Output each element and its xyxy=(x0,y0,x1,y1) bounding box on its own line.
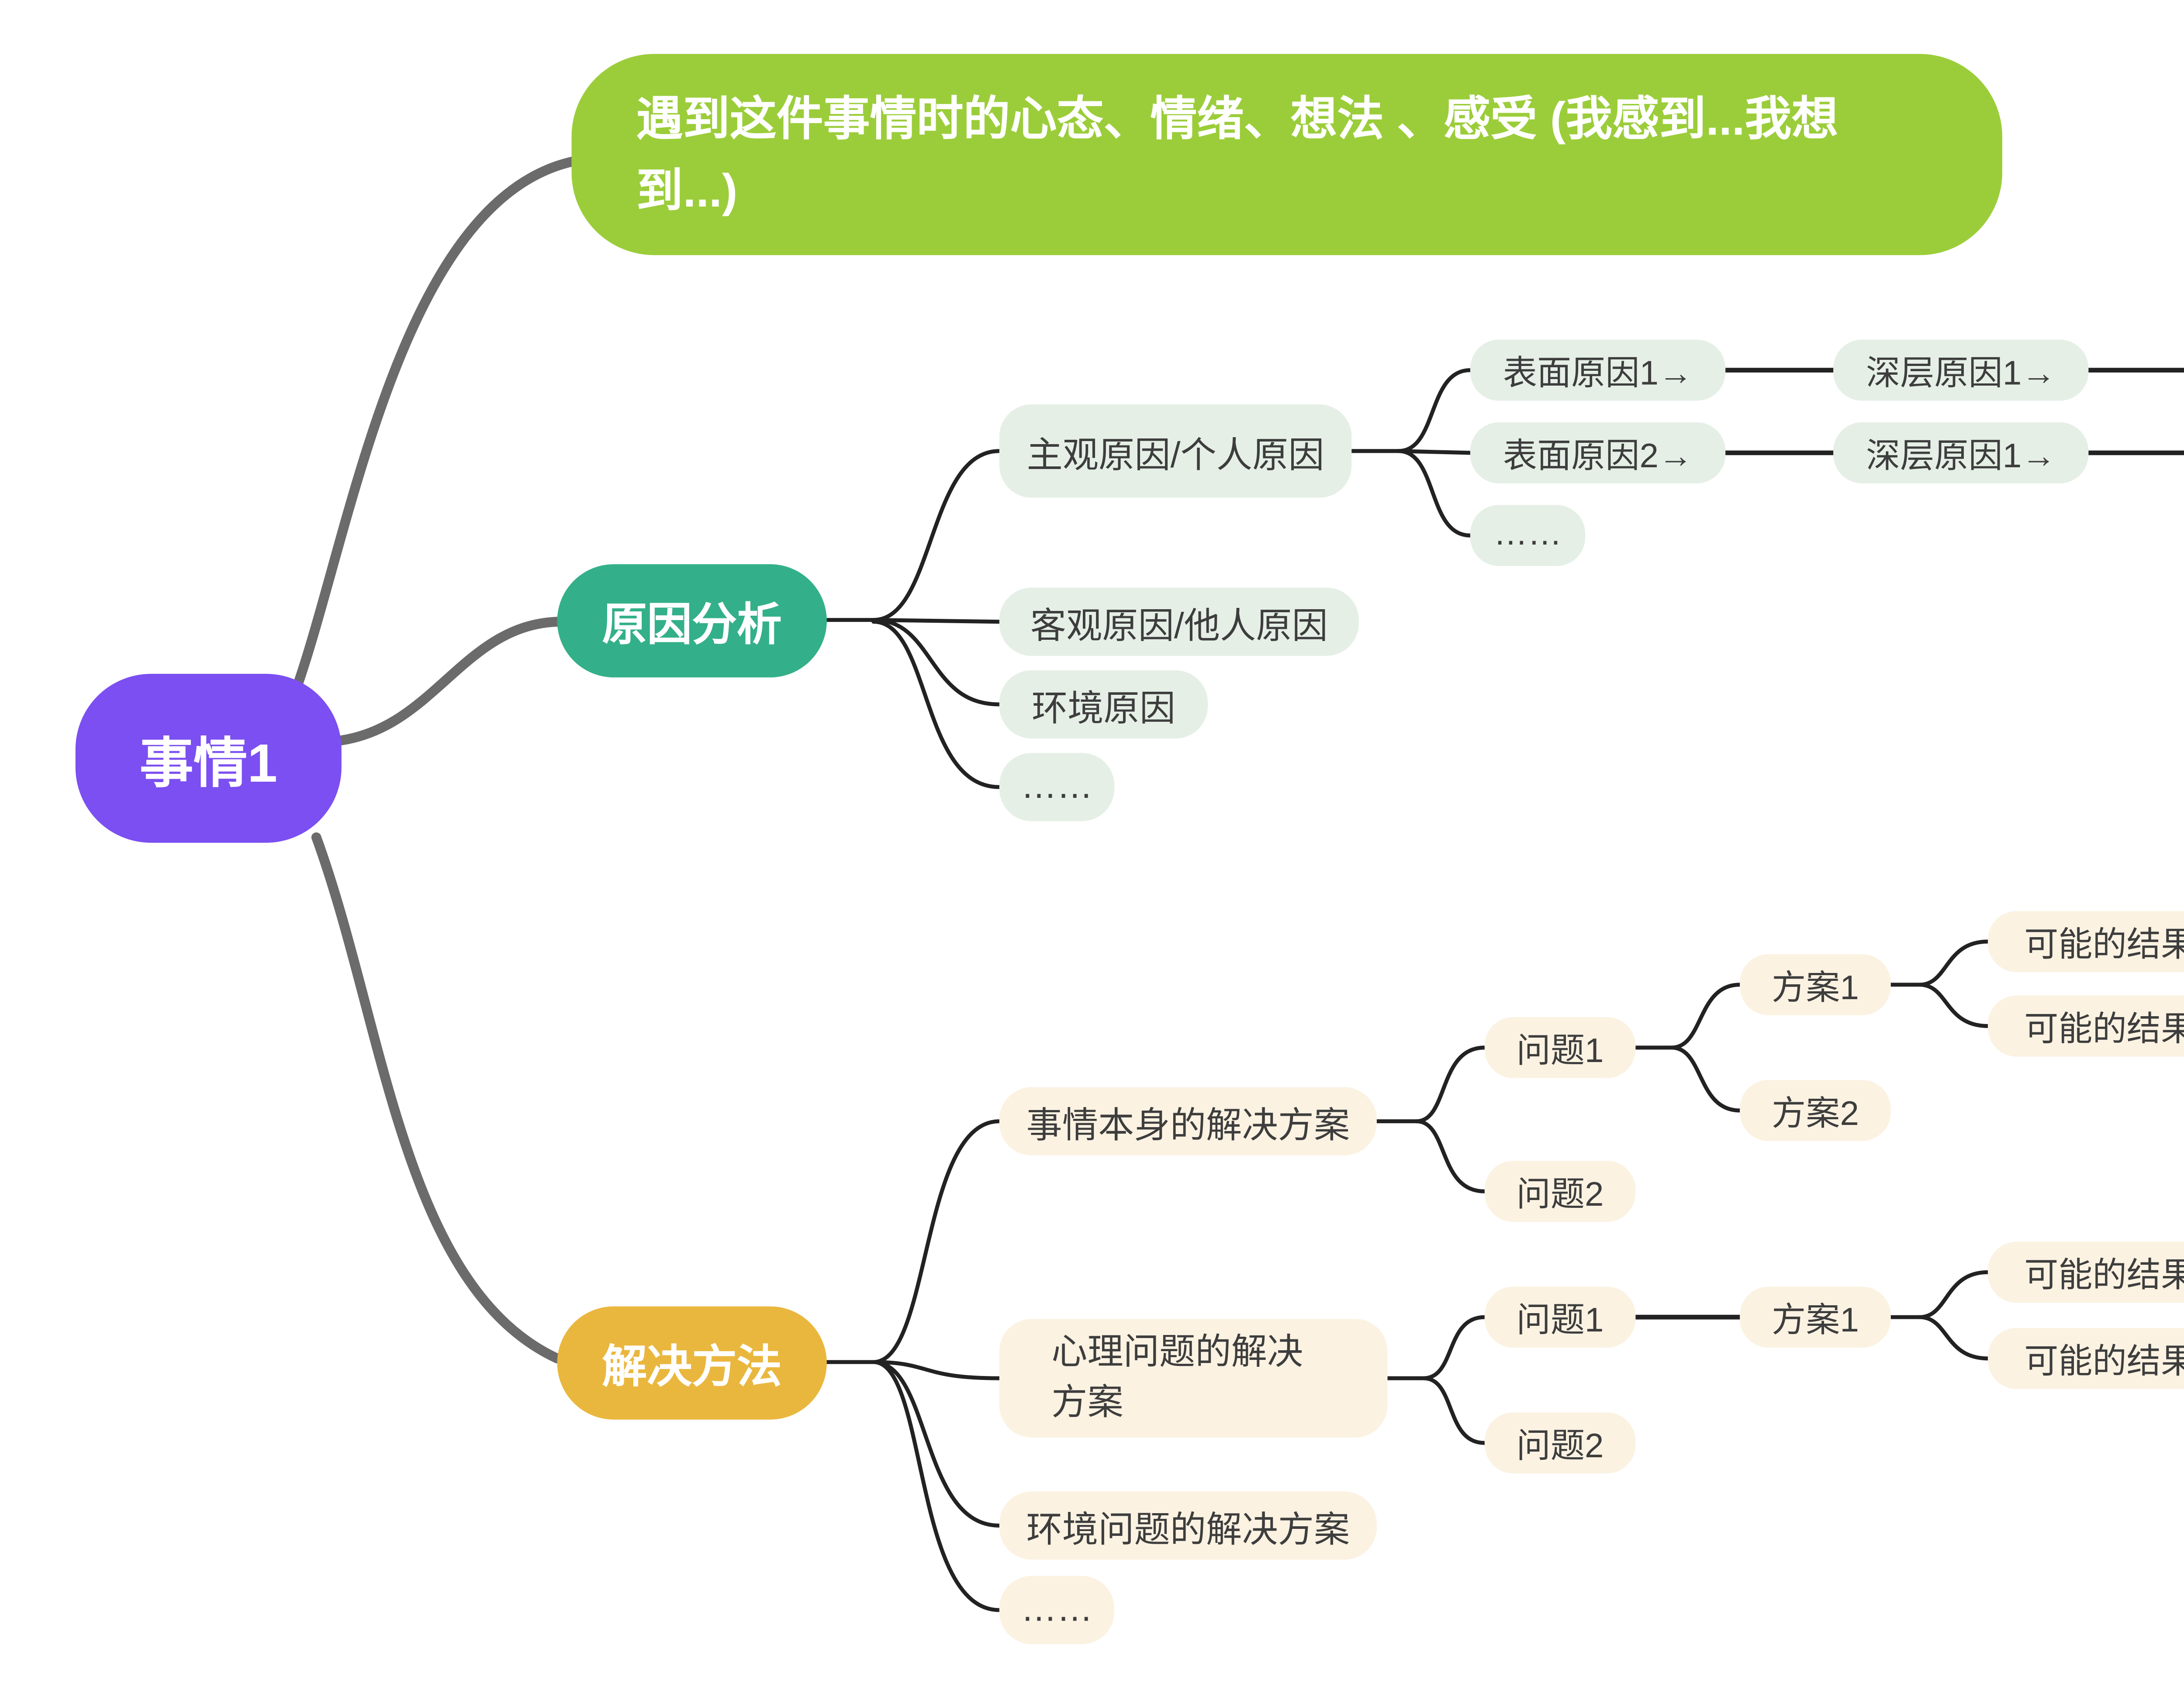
node-environment-cause[interactable]: 环境原因 xyxy=(999,670,1208,739)
node-subjective-cause[interactable]: 主观原因/个人原因 xyxy=(999,404,1352,498)
node-psych-r1[interactable]: 可能的结果1 xyxy=(1987,1242,2184,1303)
root-branch-curves xyxy=(293,157,577,1364)
node-chain1-surface[interactable]: 表面原因1→ xyxy=(1470,339,1726,401)
node-event-q1[interactable]: 问题1 xyxy=(1484,1017,1636,1078)
node-psych-r2[interactable]: 可能的结果2 xyxy=(1987,1328,2184,1389)
node-psych-solution[interactable]: 心理问题的解决方案 xyxy=(999,1319,1388,1438)
node-psych-q1[interactable]: 问题1 xyxy=(1484,1287,1636,1348)
node-chain1-deep1[interactable]: 深层原因1→ xyxy=(1833,339,2089,401)
node-event-s1[interactable]: 方案1 xyxy=(1740,954,1891,1015)
node-chain2-deep1[interactable]: 深层原因1→ xyxy=(1833,422,2089,483)
node-chain-more[interactable]: …… xyxy=(1470,505,1586,566)
node-env-solution[interactable]: 环境问题的解决方案 xyxy=(999,1491,1377,1560)
child-link-curves xyxy=(825,368,2184,1612)
node-event-r2[interactable]: 可能的结果2 xyxy=(1987,995,2184,1057)
node-cause-more[interactable]: …… xyxy=(999,753,1115,821)
node-psych-s1[interactable]: 方案1 xyxy=(1740,1287,1891,1348)
node-feelings[interactable]: 遇到这件事情时的心态、情绪、想法 、感受 (我感到...我想到...) xyxy=(571,54,2002,255)
node-solution-method[interactable]: 解决方法 xyxy=(557,1306,827,1420)
node-objective-cause[interactable]: 客观原因/他人原因 xyxy=(999,587,1359,656)
node-event-s2[interactable]: 方案2 xyxy=(1740,1080,1891,1141)
node-root[interactable]: 事情1 xyxy=(75,674,342,843)
node-cause-analysis[interactable]: 原因分析 xyxy=(557,564,827,678)
node-psych-q2[interactable]: 问题2 xyxy=(1484,1412,1636,1474)
node-event-q2[interactable]: 问题2 xyxy=(1484,1161,1636,1222)
node-solution-more[interactable]: …… xyxy=(999,1576,1115,1645)
node-event-r1[interactable]: 可能的结果1 xyxy=(1987,911,2184,973)
node-event-solution[interactable]: 事情本身的解决方案 xyxy=(999,1087,1377,1155)
node-chain2-surface[interactable]: 表面原因2→ xyxy=(1470,422,1726,483)
